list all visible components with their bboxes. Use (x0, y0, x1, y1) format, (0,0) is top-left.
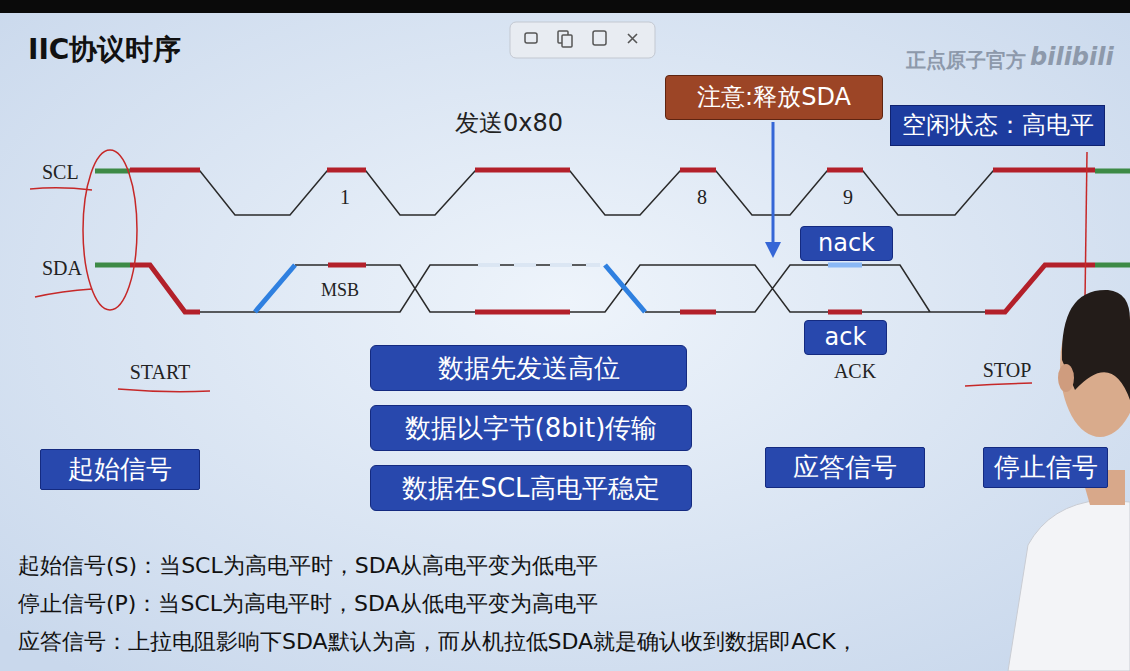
toolbar-icon (593, 31, 606, 45)
annotation: 发送0x80 (455, 110, 563, 138)
watermark: 正点原子官方 (906, 49, 1026, 72)
hand-underline (30, 188, 92, 190)
ack-box: ack (804, 320, 887, 355)
phase-name: START (130, 361, 191, 384)
idle-mark (95, 169, 1130, 174)
hand-circle (83, 150, 137, 310)
start-stop-edge (130, 265, 1095, 312)
dash-gap (478, 263, 600, 267)
box-text: 数据先发送高位 (438, 354, 620, 383)
presenter-shirt (1008, 500, 1130, 671)
box-text: ack (825, 324, 867, 350)
high-mark (130, 168, 1095, 173)
phase-name: STOP (983, 359, 1032, 382)
note-line: 停止信号(P)：当SCL为高电平时，SDA从低电平变为高电平 (18, 591, 598, 616)
rule-box: 数据以字节(8bit)传输 (370, 405, 692, 451)
clock-number: 8 (697, 186, 707, 209)
signal-box: 停止信号 (983, 447, 1108, 488)
hand-underline (35, 289, 92, 297)
clock-number: 9 (843, 186, 853, 209)
presenter-ear (1058, 364, 1074, 392)
hand-underline (118, 389, 210, 392)
nack-box: nack (800, 226, 893, 261)
top-bar (0, 0, 1130, 13)
box-text: nack (818, 230, 875, 256)
leader-arrow (772, 122, 775, 244)
bit-name: MSB (321, 280, 359, 301)
box-text: 应答信号 (793, 453, 897, 482)
signal-name: SCL (42, 161, 79, 184)
rule-box: 数据先发送高位 (370, 345, 687, 391)
clock-number: 1 (340, 186, 350, 209)
idle-state-box: 空闲状态：高电平 (890, 105, 1105, 146)
box-text: 停止信号 (994, 453, 1098, 482)
scl-waveform (95, 171, 1130, 215)
watermark-logo: bilibili (1030, 44, 1114, 72)
idle-mark (95, 263, 1130, 268)
box-text: 起始信号 (68, 455, 172, 484)
note-line: 应答信号：上拉电阻影响下SDA默认为高，而从机拉低SDA就是确认收到数据即ACK… (18, 629, 858, 654)
note-box: 注意:释放SDA (665, 75, 883, 120)
note-line: 起始信号(S)：当SCL为高电平时，SDA从高电平变为低电平 (18, 553, 598, 578)
hand-underline (965, 383, 1032, 386)
phase-name: ACK (834, 360, 876, 383)
arrow-head (765, 242, 781, 258)
close-icon (628, 34, 637, 43)
signal-box: 应答信号 (765, 447, 925, 488)
rule-box: 数据在SCL高电平稳定 (370, 465, 692, 511)
signal-name: SDA (42, 257, 82, 280)
box-text: 数据在SCL高电平稳定 (402, 474, 659, 503)
box-text: 空闲状态：高电平 (902, 112, 1094, 138)
toolbar-icon (562, 35, 572, 47)
hand-line (1085, 152, 1087, 300)
sda-waveform (95, 265, 985, 312)
signal-box: 起始信号 (40, 449, 200, 490)
toolbar (510, 22, 655, 58)
slide-title: IIC协议时序 (28, 31, 181, 69)
nack-mark (828, 263, 862, 268)
data-change (255, 265, 645, 312)
box-text: 数据以字节(8bit)传输 (405, 414, 658, 443)
box-text: 注意:释放SDA (697, 84, 851, 110)
toolbar-icon (525, 33, 537, 43)
bit-mark (328, 265, 862, 312)
